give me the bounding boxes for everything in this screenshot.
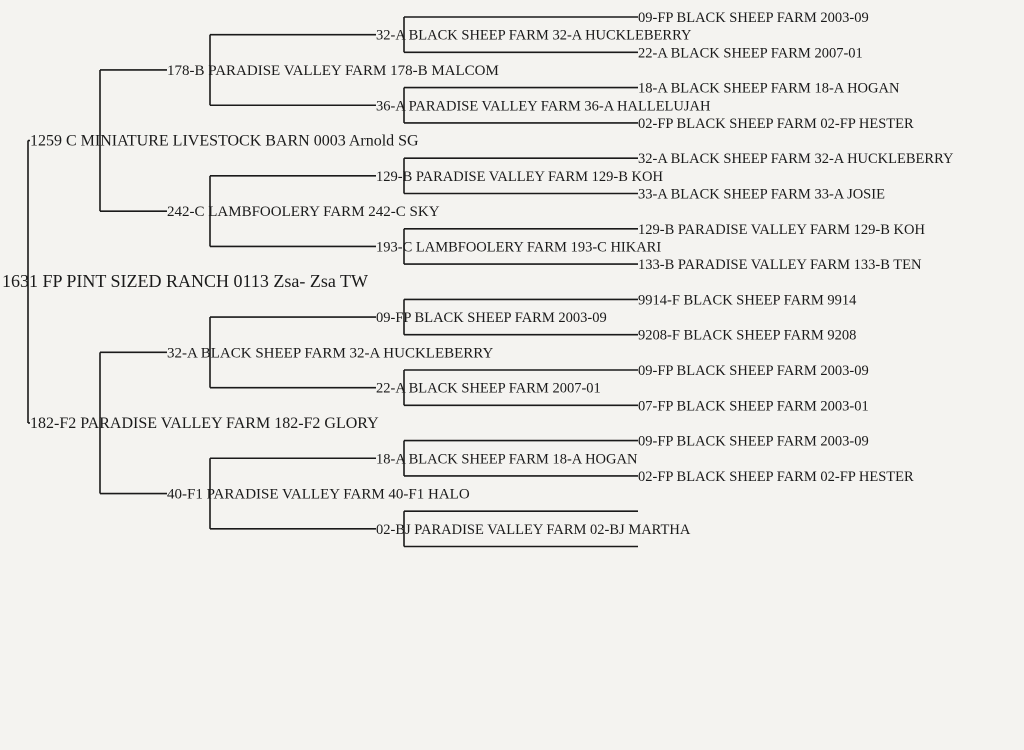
pedigree-node-sire-19: 9914-F BLACK SHEEP FARM 9914	[638, 292, 857, 308]
pedigree-node-dam-5: 22-A BLACK SHEEP FARM 2007-01	[638, 45, 863, 61]
pedigree-node-dam-20: 9208-F BLACK SHEEP FARM 9208	[638, 328, 856, 344]
pedigree-node-dam-21: 22-A BLACK SHEEP FARM 2007-01	[376, 381, 601, 397]
pedigree-node-sire-1: 1259 C MINIATURE LIVESTOCK BARN 0003 Arn…	[30, 133, 419, 150]
pedigree-node-dam-6: 36-A PARADISE VALLEY FARM 36-A HALLELUJA…	[376, 98, 711, 114]
pedigree-node-dam-15: 133-B PARADISE VALLEY FARM 133-B TEN	[638, 257, 922, 273]
pedigree-node-sire-2: 178-B PARADISE VALLEY FARM 178-B MALCOM	[167, 63, 499, 79]
pedigree-node-sire-11: 32-A BLACK SHEEP FARM 32-A HUCKLEBERRY	[638, 151, 954, 167]
pedigree-node-sire-26: 09-FP BLACK SHEEP FARM 2003-09	[638, 434, 869, 450]
pedigree-node-sire-18: 09-FP BLACK SHEEP FARM 2003-09	[376, 310, 607, 326]
pedigree-node-sire-3: 32-A BLACK SHEEP FARM 32-A HUCKLEBERRY	[376, 28, 692, 44]
pedigree-node-dam-23: 07-FP BLACK SHEEP FARM 2003-01	[638, 398, 869, 414]
pedigree-node-dam-8: 02-FP BLACK SHEEP FARM 02-FP HESTER	[638, 116, 914, 132]
pedigree-node-dam-9: 242-C LAMBFOOLERY FARM 242-C SKY	[167, 204, 440, 220]
pedigree-node-dam-27: 02-FP BLACK SHEEP FARM 02-FP HESTER	[638, 469, 914, 485]
pedigree-node-sire-17: 32-A BLACK SHEEP FARM 32-A HUCKLEBERRY	[167, 345, 493, 361]
pedigree-node-sire-14: 129-B PARADISE VALLEY FARM 129-B KOH	[638, 222, 925, 238]
pedigree-node-dam-12: 33-A BLACK SHEEP FARM 33-A JOSIE	[638, 187, 885, 203]
pedigree-node-dam-16: 182-F2 PARADISE VALLEY FARM 182-F2 GLORY	[30, 415, 379, 432]
pedigree-node-sire-10: 129-B PARADISE VALLEY FARM 129-B KOH	[376, 169, 663, 185]
pedigree-node-sire-25: 18-A BLACK SHEEP FARM 18-A HOGAN	[376, 451, 638, 467]
pedigree-node-dam-24: 40-F1 PARADISE VALLEY FARM 40-F1 HALO	[167, 487, 470, 503]
pedigree-node-subject-0: 1631 FP PINT SIZED RANCH 0113 Zsa- Zsa T…	[2, 271, 368, 291]
pedigree-node-sire-4: 09-FP BLACK SHEEP FARM 2003-09	[638, 10, 869, 26]
pedigree-node-dam-13: 193-C LAMBFOOLERY FARM 193-C HIKARI	[376, 239, 661, 255]
pedigree-node-sire-7: 18-A BLACK SHEEP FARM 18-A HOGAN	[638, 81, 900, 97]
pedigree-node-sire-22: 09-FP BLACK SHEEP FARM 2003-09	[638, 363, 869, 379]
pedigree-node-dam-28: 02-BJ PARADISE VALLEY FARM 02-BJ MARTHA	[376, 522, 691, 538]
